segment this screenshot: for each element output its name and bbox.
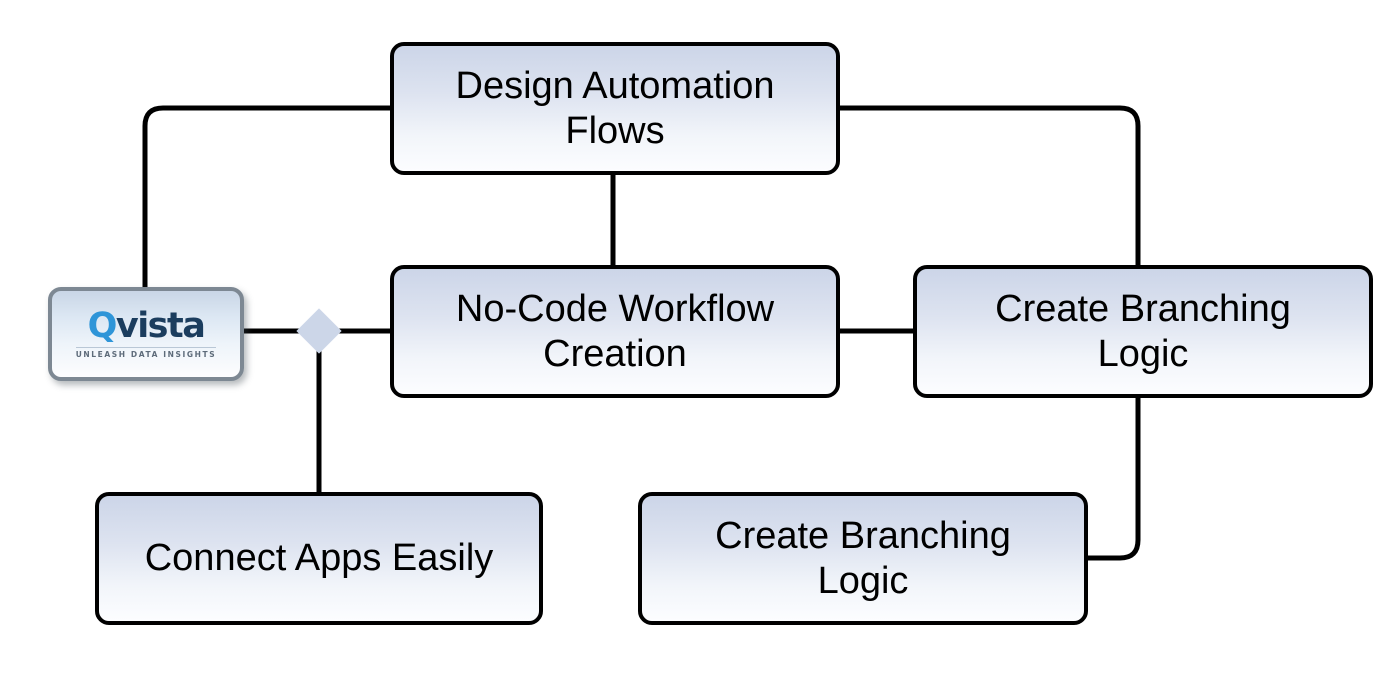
node-connect-apps-easily[interactable]: Connect Apps Easily <box>95 492 543 625</box>
node-label: Create Branching Logic <box>715 514 1011 602</box>
node-create-branching-logic-bottom[interactable]: Create Branching Logic <box>638 492 1088 625</box>
node-qvista-logo[interactable]: Qvista UNLEASH DATA INSIGHTS <box>48 287 244 381</box>
node-label: Connect Apps Easily <box>144 537 494 580</box>
logo-brand-name: vista <box>115 306 206 346</box>
node-nocode-workflow-creation[interactable]: No-Code Workflow Creation <box>390 265 840 398</box>
node-label: No-Code Workflow Creation <box>455 287 775 375</box>
edge-design-to-logo <box>142 105 390 289</box>
node-design-automation-flows[interactable]: Design Automation Flows <box>390 42 840 175</box>
logo-wordmark: Qvista <box>87 306 206 346</box>
logo-brand-initial: Q <box>87 306 118 346</box>
node-label: Create Branching Logic <box>995 287 1291 375</box>
edge-branching-to-branching-bottom <box>1086 396 1141 561</box>
logo-tagline: UNLEASH DATA INSIGHTS <box>75 347 217 359</box>
node-label: Design Automation Flows <box>455 64 775 152</box>
node-create-branching-logic-right[interactable]: Create Branching Logic <box>913 265 1373 398</box>
edge-design-to-branching <box>840 105 1141 267</box>
